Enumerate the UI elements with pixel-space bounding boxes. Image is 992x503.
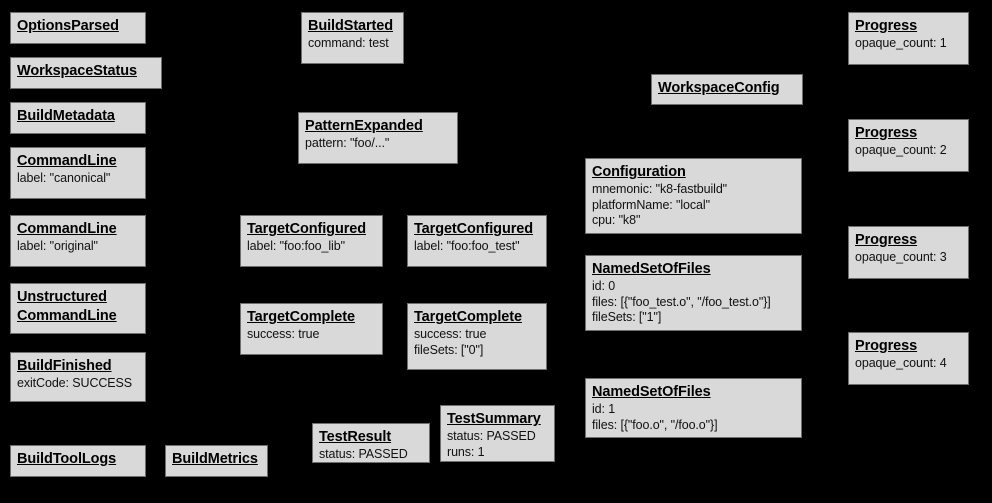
event-node-fields: opaque_count: 1 [855, 36, 962, 52]
event-node-field: runs: 1 [447, 444, 485, 459]
event-node-title: WorkspaceConfig [658, 80, 780, 96]
event-node-field: opaque_count: 4 [855, 356, 947, 370]
event-node-build-started[interactable]: BuildStarted command: test [301, 12, 404, 64]
event-node-progress-1[interactable]: Progress opaque_count: 1 [848, 12, 969, 65]
event-node-field: files: [{"foo.o", "/foo.o"}] [592, 417, 718, 432]
event-node-build-metadata[interactable]: BuildMetadata [10, 102, 146, 134]
event-node-fields: success: true [247, 327, 376, 343]
event-node-field: files: [{"foo_test.o", "/foo_test.o"}] [592, 294, 771, 309]
event-node-title: PatternExpanded [305, 118, 423, 134]
event-node-progress-4[interactable]: Progress opaque_count: 4 [848, 332, 969, 385]
event-node-title: Progress [855, 232, 918, 248]
event-node-field: success: true [247, 327, 320, 341]
event-node-field: label: "original" [17, 239, 98, 253]
event-node-options-parsed[interactable]: OptionsParsed [10, 12, 146, 44]
event-node-field: status: PASSED [319, 447, 408, 461]
event-node-pattern-expanded[interactable]: PatternExpanded pattern: "foo/..." [298, 112, 458, 164]
event-node-title: OptionsParsed [17, 18, 119, 34]
event-node-fields: label: "canonical" [17, 171, 139, 187]
event-node-command-line-canonical[interactable]: CommandLine label: "canonical" [10, 147, 146, 199]
event-node-field: opaque_count: 1 [855, 36, 947, 50]
event-node-fields: label: "original" [17, 239, 139, 255]
event-node-build-metrics[interactable]: BuildMetrics [165, 445, 268, 477]
event-node-fields: opaque_count: 3 [855, 250, 962, 266]
event-node-target-complete-lib[interactable]: TargetComplete success: true [240, 303, 383, 355]
event-node-field: success: true [414, 327, 487, 341]
event-node-fields: status: PASSED [319, 447, 423, 462]
event-node-configuration[interactable]: Configuration mnemonic: "k8-fastbuild"pla… [585, 158, 802, 234]
event-node-test-result[interactable]: TestResult status: PASSED [312, 423, 430, 463]
event-node-title: BuildToolLogs [17, 451, 117, 467]
event-node-title: TestSummary [447, 411, 541, 427]
event-node-title: TargetComplete [414, 309, 522, 325]
event-node-title: TargetConfigured [414, 221, 533, 237]
event-node-field: fileSets: ["0"] [414, 342, 484, 357]
event-node-title: BuildStarted [308, 18, 394, 34]
event-node-build-tool-logs[interactable]: BuildToolLogs [10, 445, 146, 477]
event-node-fields: mnemonic: "k8-fastbuild"platformName: "l… [592, 182, 795, 229]
event-node-command-line-original[interactable]: CommandLine label: "original" [10, 215, 146, 267]
event-node-title: CommandLine [17, 153, 117, 169]
event-node-target-configured-foo-lib[interactable]: TargetConfigured label: "foo:foo_lib" [240, 215, 383, 267]
event-node-build-finished[interactable]: BuildFinished exitCode: SUCCESS [10, 352, 146, 402]
event-node-title: TargetConfigured [247, 221, 366, 237]
event-node-title: CommandLine [17, 221, 117, 237]
event-node-title: NamedSetOfFiles [592, 384, 711, 400]
event-node-progress-2[interactable]: Progress opaque_count: 2 [848, 119, 969, 172]
event-node-fields: label: "foo:foo_test" [414, 239, 540, 255]
event-node-title: Progress [855, 125, 918, 141]
event-node-title: NamedSetOfFiles [592, 261, 711, 277]
event-node-workspace-config[interactable]: WorkspaceConfig [651, 74, 803, 105]
event-node-field: opaque_count: 2 [855, 143, 947, 157]
event-node-field: command: test [308, 36, 389, 50]
event-node-field: label: "foo:foo_lib" [247, 239, 345, 253]
event-node-field: pattern: "foo/..." [305, 136, 390, 150]
event-node-field: id: 0 [592, 279, 616, 293]
event-node-title: BuildFinished [17, 358, 112, 374]
event-node-title: Progress [855, 18, 918, 34]
event-node-title: Configuration [592, 164, 686, 180]
event-node-title: BuildMetadata [17, 108, 115, 124]
event-node-field: status: PASSED [447, 429, 536, 443]
event-node-title: TestResult [319, 429, 392, 445]
event-node-fields: label: "foo:foo_lib" [247, 239, 376, 255]
event-node-target-configured-foo-test[interactable]: TargetConfigured label: "foo:foo_test" [407, 215, 547, 267]
event-node-field: label: "foo:foo_test" [414, 239, 520, 253]
event-node-field: label: "canonical" [17, 171, 111, 185]
event-node-fields: opaque_count: 4 [855, 356, 962, 372]
event-node-title: Progress [855, 338, 918, 354]
event-node-title: WorkspaceStatus [17, 63, 137, 79]
event-node-progress-3[interactable]: Progress opaque_count: 3 [848, 226, 969, 279]
event-node-field: mnemonic: "k8-fastbuild" [592, 182, 728, 196]
event-node-field: id: 1 [592, 402, 616, 416]
event-node-unstructured-command-line[interactable]: Unstructured CommandLine [10, 283, 146, 334]
event-node-field: fileSets: ["1"] [592, 310, 662, 324]
event-node-title: TargetComplete [247, 309, 355, 325]
event-node-field: platformName: "local" [592, 197, 710, 212]
event-node-fields: pattern: "foo/..." [305, 136, 451, 152]
event-node-fields: opaque_count: 2 [855, 143, 962, 159]
event-node-fields: exitCode: SUCCESS [17, 376, 139, 392]
event-node-fields: command: test [308, 36, 397, 52]
event-node-workspace-status[interactable]: WorkspaceStatus [10, 57, 162, 89]
event-node-title: BuildMetrics [172, 451, 258, 467]
event-node-field: opaque_count: 3 [855, 250, 947, 264]
event-node-field: exitCode: SUCCESS [17, 376, 133, 390]
event-node-title: Unstructured CommandLine [17, 289, 117, 324]
event-node-field: cpu: "k8" [592, 213, 641, 227]
